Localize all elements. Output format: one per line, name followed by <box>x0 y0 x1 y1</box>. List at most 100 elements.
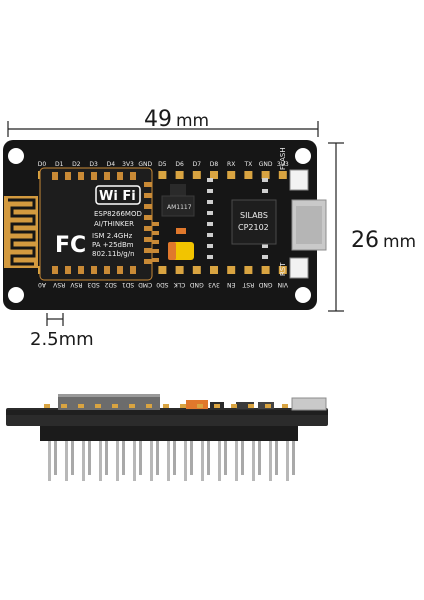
module-pad <box>144 215 152 220</box>
pin-header <box>40 423 298 441</box>
module-pad <box>144 193 152 198</box>
smd-capacitor <box>152 240 159 244</box>
pin-pad-side <box>61 404 67 408</box>
pin-pad-side <box>214 404 220 408</box>
pin-pad-side <box>95 404 101 408</box>
pin-label: D0 <box>38 161 47 168</box>
header-pin <box>71 441 74 475</box>
header-pin <box>235 441 238 481</box>
micro-usb-side <box>291 397 327 411</box>
module-pad <box>144 204 152 209</box>
mount-hole <box>8 148 24 164</box>
pin-pad-side <box>129 404 135 408</box>
pin-pad-side <box>248 404 254 408</box>
smd-resistor <box>207 189 213 193</box>
header-pin <box>241 441 244 475</box>
pin-label: CMD <box>138 281 152 288</box>
pin-label: A0 <box>38 281 46 288</box>
header-pin <box>88 441 91 475</box>
module-pad <box>130 266 136 274</box>
pin-label: D1 <box>55 161 64 168</box>
smd-resistor <box>207 244 213 248</box>
smd-capacitor <box>152 258 159 262</box>
header-pin <box>167 441 170 481</box>
pin-label: RX <box>227 161 235 168</box>
smd-component <box>176 228 186 234</box>
header-pin <box>139 441 142 475</box>
module-pad <box>144 182 152 187</box>
smd-resistor <box>207 211 213 215</box>
smd-capacitor <box>152 222 159 226</box>
header-pin <box>258 441 261 475</box>
pin-pad-side <box>231 404 237 408</box>
smd-component-side <box>236 402 254 409</box>
smd-resistor <box>262 178 268 182</box>
module-pad <box>78 172 84 180</box>
pin-label: D7 <box>193 161 202 168</box>
smd-resistor <box>262 255 268 259</box>
module-text-line: ESP8266MOD <box>94 210 142 218</box>
svg-text:CP2102: CP2102 <box>238 223 269 232</box>
module-pad <box>144 259 152 264</box>
pin-pad <box>210 171 218 179</box>
pin-label: SD2 <box>104 281 116 288</box>
module-pad <box>91 266 97 274</box>
pin-label: SD1 <box>122 281 134 288</box>
pin-pad <box>210 266 218 274</box>
pin-pad <box>175 171 184 179</box>
module-pad <box>117 172 123 180</box>
smd-resistor <box>262 189 268 193</box>
pin-label: GND <box>190 281 204 288</box>
module-pad <box>144 226 152 231</box>
pin-pad-side <box>44 404 50 408</box>
mount-hole <box>8 287 24 303</box>
smd-resistor <box>207 233 213 237</box>
height-dimension <box>328 142 344 312</box>
module-pad <box>104 266 110 274</box>
header-pin <box>173 441 176 475</box>
micro-usb-port <box>291 199 327 251</box>
wifi-logo <box>95 185 141 205</box>
pin-label: SD0 <box>156 281 168 288</box>
pin-pad <box>158 171 167 179</box>
header-pin <box>252 441 255 481</box>
header-pin <box>207 441 210 475</box>
module-pad <box>117 266 123 274</box>
module-pad <box>104 172 110 180</box>
pitch-dimension <box>46 313 64 326</box>
pin-label: RST <box>242 281 254 288</box>
pin-pad <box>278 171 287 179</box>
smd-capacitor <box>152 231 159 235</box>
header-pin <box>82 441 85 481</box>
module-text-line: ISM 2.4GHz <box>92 232 133 240</box>
pin-label: GND <box>259 161 273 168</box>
module-pad <box>78 266 84 274</box>
width-dimension <box>7 121 319 137</box>
pin-label: SD3 <box>87 281 99 288</box>
header-pin <box>116 441 119 481</box>
pin-pad-side <box>112 404 118 408</box>
smd-resistor <box>207 222 213 226</box>
svg-text:Wi Fi: Wi Fi <box>99 189 136 204</box>
pin-label: D2 <box>72 161 81 168</box>
pin-label: D6 <box>175 161 184 168</box>
module-pad <box>144 237 152 242</box>
pin-label: 3V3 <box>208 281 220 288</box>
pin-label: 3V3 <box>122 161 134 168</box>
pin-label: D3 <box>89 161 98 168</box>
module-pad <box>52 172 58 180</box>
header-pin <box>99 441 102 481</box>
fcc-logo: FC <box>55 233 86 258</box>
header-pin <box>48 441 51 481</box>
pin-label: GND <box>258 281 272 288</box>
mount-hole <box>295 148 311 164</box>
header-pin <box>218 441 221 481</box>
header-pin <box>122 441 125 475</box>
pin-label: TX <box>244 161 253 168</box>
pin-pad <box>158 266 167 274</box>
pin-pad <box>192 266 201 274</box>
